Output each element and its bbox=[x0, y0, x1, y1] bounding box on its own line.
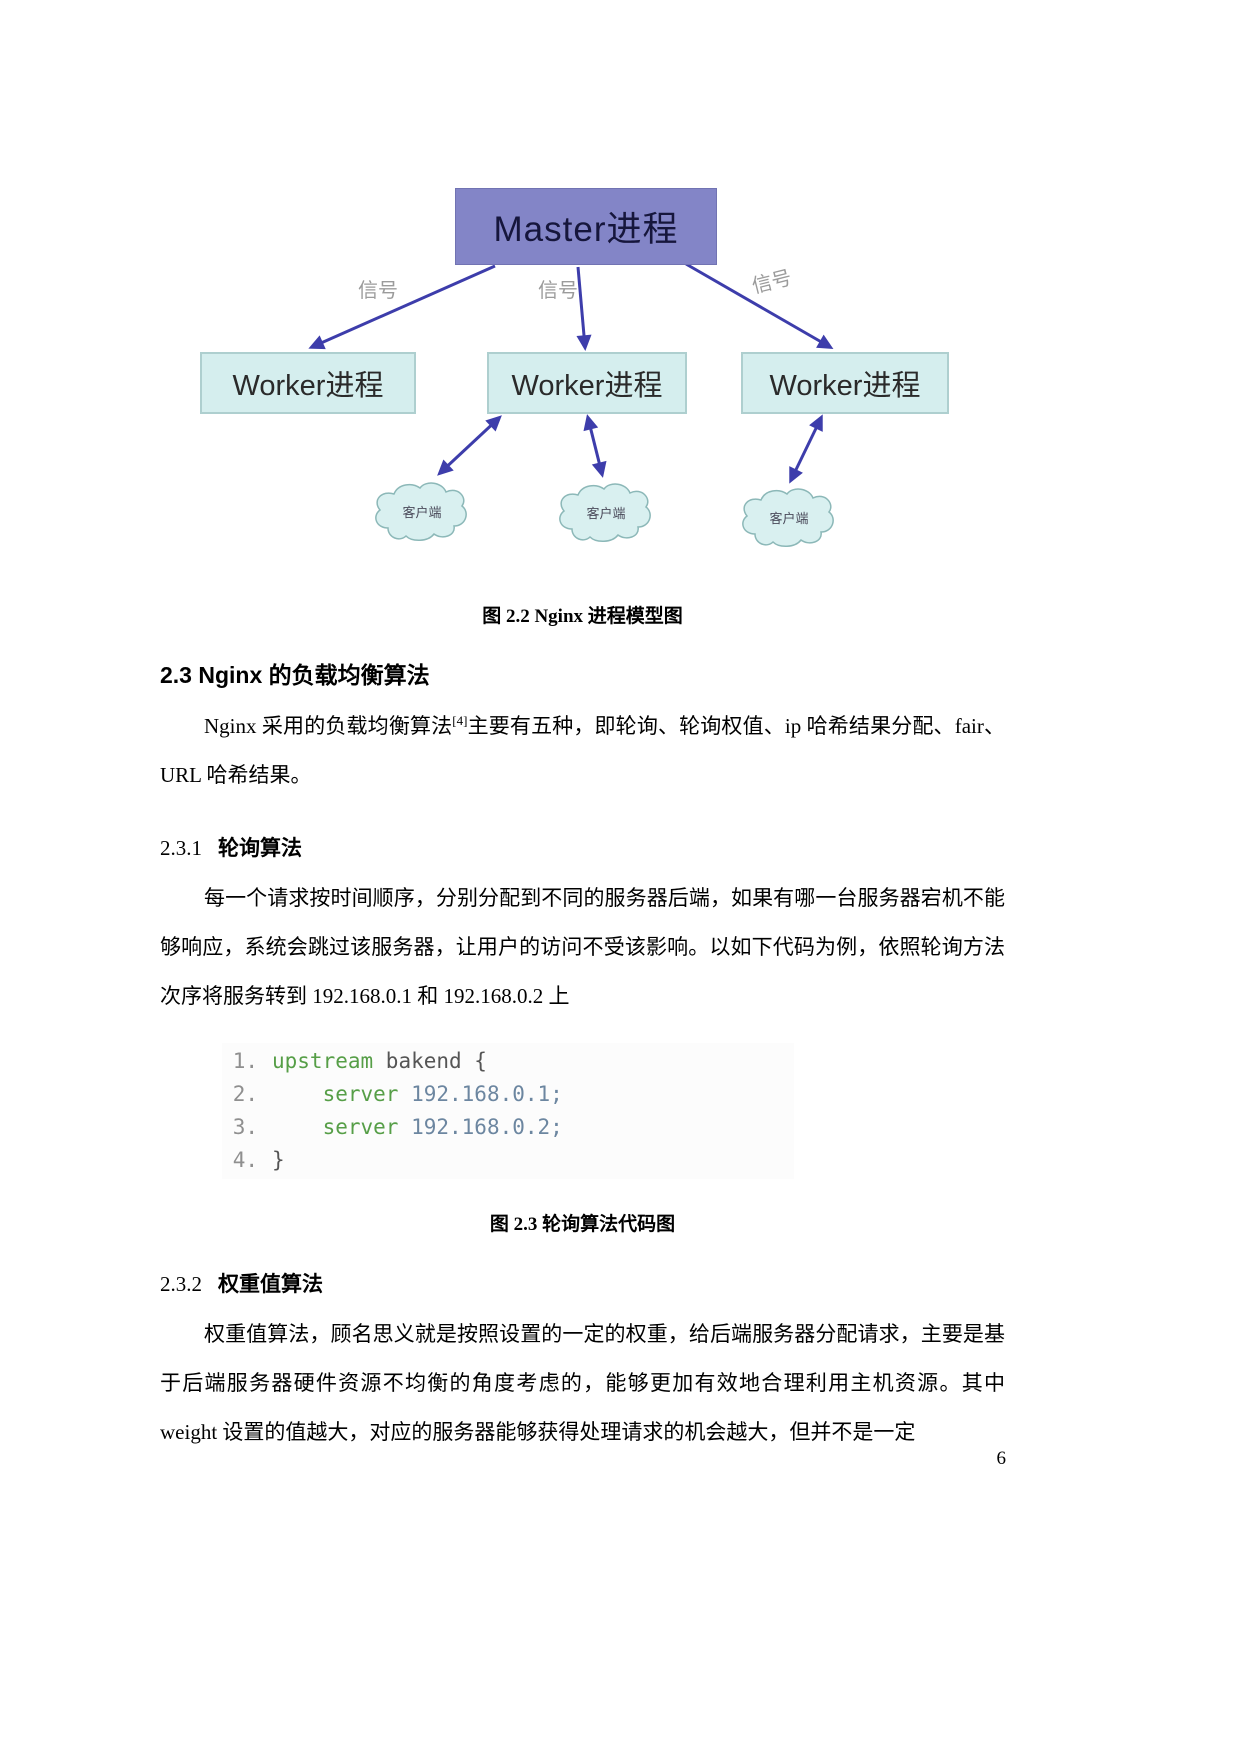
worker-process-label-1: Worker进程 bbox=[232, 370, 384, 402]
section-2-3-paragraph: Nginx 采用的负载均衡算法[4]主要有五种，即轮询、轮询权值、ip 哈希结果… bbox=[160, 702, 1005, 800]
section-2-3-2-number: 2.3.2 bbox=[160, 1272, 202, 1296]
figure-2-2-caption: 图 2.2 Nginx 进程模型图 bbox=[482, 606, 683, 627]
master-process-label: Master进程 bbox=[493, 210, 679, 249]
master-to-worker1-arrow bbox=[308, 264, 496, 350]
paragraph-text-after-citation: 主要有五种，即轮询、轮询权值、ip 哈希结果分配、fair、URL 哈希结果。 bbox=[160, 714, 1005, 787]
code-value: 192.168.0.1; bbox=[411, 1082, 563, 1106]
page-number: 6 bbox=[996, 1448, 1007, 1469]
line-number: 2. bbox=[232, 1082, 258, 1106]
client-label-3: 客户端 bbox=[769, 511, 808, 526]
code-keyword: upstream bbox=[272, 1049, 374, 1073]
code-line-1: 1. upstream bakend { bbox=[222, 1045, 782, 1078]
worker-client1-arrow bbox=[437, 415, 502, 476]
code-plain bbox=[398, 1115, 411, 1139]
signal-label-3: 信号 bbox=[750, 266, 794, 298]
client-label-1: 客户端 bbox=[402, 505, 441, 520]
citation-4: [4] bbox=[452, 713, 468, 728]
section-2-3-1-title: 轮询算法 bbox=[218, 837, 302, 860]
code-plain bbox=[398, 1082, 411, 1106]
section-2-3-heading: 2.3 Nginx 的负载均衡算法 bbox=[160, 662, 430, 688]
section-2-3-2-paragraph: 权重值算法，顾名思义就是按照设置的一定的权重，给后端服务器分配请求，主要是基于后… bbox=[160, 1322, 1005, 1444]
worker-process-label-3: Worker进程 bbox=[769, 370, 921, 402]
arrow-group bbox=[308, 262, 834, 484]
line-number: 4. bbox=[232, 1148, 258, 1172]
client-label-2: 客户端 bbox=[586, 506, 625, 521]
section-2-3-1-heading: 2.3.1 轮询算法 bbox=[160, 832, 1005, 862]
page-content: 图 2.2 Nginx 进程模型图 2.3 Nginx 的负载均衡算法 Ngin… bbox=[160, 601, 1005, 1457]
master-process-box: Master进程 bbox=[455, 188, 717, 265]
code-keyword: server bbox=[272, 1115, 399, 1139]
client-cloud-2: 客户端 bbox=[559, 483, 651, 543]
client-cloud-3: 客户端 bbox=[742, 488, 834, 548]
code-block: 1. upstream bakend { 2. server 192.168.0.… bbox=[222, 1043, 794, 1179]
signal-label-2: 信号 bbox=[538, 279, 578, 302]
section-2-3-2-title: 权重值算法 bbox=[218, 1273, 323, 1296]
line-number: 3. bbox=[232, 1115, 258, 1139]
line-number: 1. bbox=[232, 1049, 258, 1073]
code-line-3: 3. server 192.168.0.2; bbox=[222, 1111, 782, 1144]
code-value: 192.168.0.2; bbox=[411, 1115, 563, 1139]
code-plain: } bbox=[272, 1148, 285, 1172]
signal-label-1: 信号 bbox=[358, 279, 398, 302]
code-line-2: 2. server 192.168.0.1; bbox=[222, 1078, 782, 1111]
worker-process-box-1: Worker进程 bbox=[200, 352, 416, 414]
master-to-worker2-arrow bbox=[576, 266, 592, 351]
worker-process-box-3: Worker进程 bbox=[741, 352, 949, 414]
section-2-3-2-heading: 2.3.2 权重值算法 bbox=[160, 1268, 1005, 1298]
worker-process-label-2: Worker进程 bbox=[511, 370, 663, 402]
figure-2-2-diagram: 信号 信号 信号 客户端 客户端 客户端 Master进程 Worker进程 W… bbox=[0, 185, 1240, 565]
worker-client2-arrow bbox=[583, 414, 607, 478]
worker-client3-arrow bbox=[789, 414, 823, 484]
section-2-3-1-number: 2.3.1 bbox=[160, 836, 202, 860]
code-line-4: 4.} bbox=[222, 1144, 782, 1177]
figure-2-3-caption: 图 2.3 轮询算法代码图 bbox=[489, 1214, 676, 1235]
section-2-3-1-paragraph: 每一个请求按时间顺序，分别分配到不同的服务器后端，如果有哪一台服务器宕机不能够响… bbox=[160, 886, 1005, 1008]
code-plain: bakend { bbox=[373, 1049, 487, 1073]
code-keyword: server bbox=[272, 1082, 399, 1106]
worker-process-box-2: Worker进程 bbox=[487, 352, 687, 414]
paragraph-text-before-citation: Nginx 采用的负载均衡算法 bbox=[204, 714, 453, 738]
client-cloud-1: 客户端 bbox=[375, 482, 467, 542]
figure-2-2-canvas: 信号 信号 信号 客户端 客户端 客户端 bbox=[308, 262, 834, 548]
master-to-worker3-arrow bbox=[685, 262, 834, 349]
